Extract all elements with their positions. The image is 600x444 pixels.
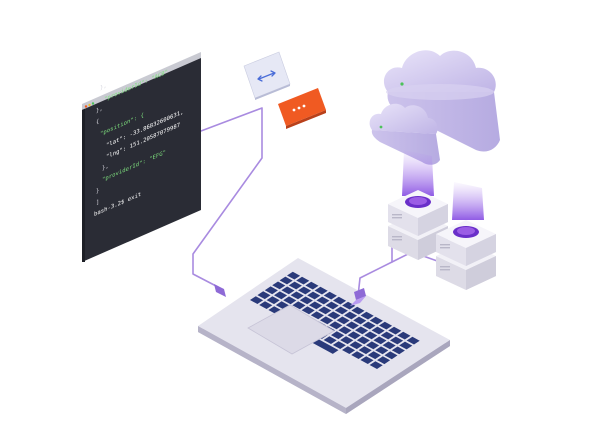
keycap: [331, 331, 345, 340]
keycap: [266, 296, 280, 305]
keycap: [382, 341, 396, 350]
keycap: [391, 346, 405, 355]
keycap: [344, 311, 358, 320]
keycap: [360, 311, 374, 320]
keycap: [366, 341, 380, 350]
keycap: [305, 281, 319, 290]
keycap: [259, 301, 273, 309]
keycap: [292, 301, 306, 310]
server-stack-right: [436, 220, 496, 290]
keycap: [320, 316, 334, 325]
keycap: [329, 321, 343, 330]
keycap: [316, 296, 330, 305]
keycap: [353, 316, 367, 325]
keycap: [257, 291, 271, 300]
keycap: [375, 346, 389, 355]
keycap: [364, 331, 378, 340]
laptop: [198, 258, 450, 414]
keycap: [342, 346, 356, 354]
keycap: [318, 306, 332, 315]
keycap: [325, 301, 339, 310]
ellipsis-icon: [292, 104, 306, 112]
keycap: [369, 361, 383, 369]
keycap: [360, 356, 374, 364]
keycap: [356, 336, 370, 345]
keycap: [332, 341, 346, 349]
keycap: [384, 351, 398, 360]
keycap: [290, 291, 304, 300]
keycap: [336, 316, 350, 325]
keycap: [288, 281, 302, 290]
keycap: [327, 311, 341, 320]
keycap: [362, 321, 376, 330]
keycap: [279, 276, 293, 285]
terminal-line: },: [96, 106, 103, 115]
cloud-status-dot: [400, 82, 404, 86]
connector-plug-left: [214, 284, 232, 300]
keycap: [264, 286, 278, 295]
double-arrow-icon: [257, 70, 276, 82]
keycap: [296, 276, 310, 285]
keycap: [274, 291, 288, 300]
keycap: [397, 331, 411, 340]
trackpad: [247, 304, 335, 355]
keycap: [373, 336, 387, 345]
keycap: [309, 301, 323, 310]
terminal-line: {: [96, 119, 99, 126]
keycap: [345, 321, 359, 330]
message-card: [278, 88, 326, 129]
glow-beam-left: [402, 150, 434, 196]
keycap: [349, 341, 363, 350]
keycap: [406, 336, 420, 345]
keycap: [301, 306, 315, 315]
connector-plug-right: [350, 288, 366, 306]
keycap: [314, 286, 328, 295]
cable-terminal-laptop: [192, 107, 263, 288]
keycap: [369, 316, 383, 325]
terminal-line: }: [96, 188, 99, 195]
terminal-close-dot: [84, 105, 88, 108]
keycap: [351, 351, 365, 359]
keycap: [377, 356, 391, 365]
keycap: [367, 351, 381, 360]
keycap: [323, 291, 337, 300]
keycap: [338, 326, 352, 335]
keycap: [355, 326, 369, 335]
cloud-small-status-dot: [379, 125, 383, 129]
keycap: [390, 336, 404, 345]
terminal-maximize-dot: [91, 102, 95, 105]
keycap: [351, 306, 365, 315]
keycap: [380, 331, 394, 340]
keycap: [250, 296, 264, 304]
terminal-window: "lng": 151.21157},"providerId": "ACB"},{…: [82, 51, 201, 262]
keycap: [388, 326, 402, 335]
api-card: [243, 51, 291, 100]
keycap: [379, 321, 393, 330]
keycap: [358, 346, 372, 355]
keycap: [283, 296, 297, 305]
keycap: [272, 281, 286, 290]
keycap: [371, 326, 385, 335]
glow-beam-right: [452, 182, 484, 220]
terminal-minimize-dot: [88, 103, 91, 107]
terminal-line: },: [102, 163, 109, 172]
keycap: [299, 296, 313, 305]
terminal-line: ]: [96, 199, 99, 206]
terminal-title-bar: [82, 52, 201, 110]
keycap: [342, 301, 356, 310]
keycap: [307, 291, 321, 300]
keycap: [347, 331, 361, 340]
keycap: [340, 336, 354, 345]
keycap: [298, 286, 312, 295]
keycap: [281, 286, 295, 295]
terminal-line: },: [100, 83, 107, 92]
keycap: [310, 311, 324, 320]
keycap: [287, 271, 301, 280]
keycap: [323, 336, 337, 344]
keycap: [333, 296, 347, 305]
keycap: [334, 306, 348, 315]
keycap: [399, 341, 413, 350]
